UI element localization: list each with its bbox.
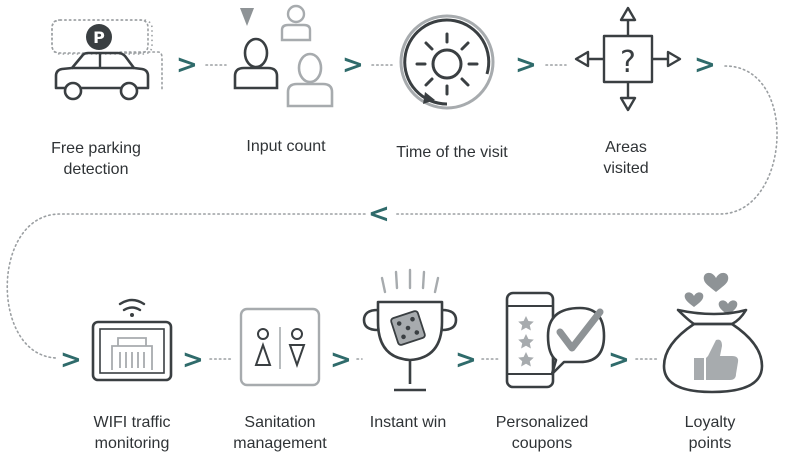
step-label-line: WIFI traffic bbox=[93, 414, 171, 431]
connector-arrow-6: > bbox=[182, 345, 204, 375]
step-label-line: Areas bbox=[605, 139, 647, 156]
connector-arrow-9: > bbox=[608, 345, 630, 375]
parking-sign-letter: P bbox=[93, 28, 105, 47]
step-label-line: management bbox=[233, 435, 327, 452]
step-label-areas: Areas visited bbox=[566, 137, 686, 179]
step-label-line: Personalized bbox=[495, 414, 589, 431]
step-label-parking: Free parking detection bbox=[26, 138, 166, 180]
step-label-line: visited bbox=[603, 160, 649, 177]
step-label-line: monitoring bbox=[94, 435, 170, 452]
money-bag-hearts-icon bbox=[662, 272, 764, 394]
step-label-line: Free parking bbox=[51, 140, 141, 157]
people-count-icon bbox=[233, 4, 334, 108]
connector-arrow-return: < bbox=[368, 199, 390, 229]
wifi-tablet-icon bbox=[91, 298, 173, 382]
trophy-dice-icon bbox=[362, 268, 458, 392]
phone-coupon-icon bbox=[505, 291, 606, 389]
connector-arrow-1: > bbox=[176, 50, 198, 80]
step-label-input: Input count bbox=[216, 136, 356, 157]
question-mark: ? bbox=[620, 45, 636, 80]
connector-arrow-3: > bbox=[515, 50, 537, 80]
step-label-line: Input count bbox=[246, 138, 326, 155]
step-label-time: Time of the visit bbox=[372, 142, 532, 163]
connector-arrow-8: > bbox=[455, 345, 477, 375]
car-parking-icon: P bbox=[51, 19, 153, 101]
step-label-line: detection bbox=[63, 161, 129, 178]
step-label-line: Sanitation bbox=[244, 414, 316, 431]
step-label-coupons: Personalized coupons bbox=[476, 412, 608, 454]
step-label-line: Instant win bbox=[369, 414, 447, 431]
step-label-line: points bbox=[688, 435, 732, 452]
step-label-loyalty: Loyalty points bbox=[654, 412, 766, 454]
step-label-line: Loyalty bbox=[684, 414, 736, 431]
sun-clock-icon bbox=[399, 14, 495, 110]
connector-arrow-7: > bbox=[330, 345, 352, 375]
step-label-wifi: WIFI traffic monitoring bbox=[66, 412, 198, 454]
connector-arrow-4: > bbox=[694, 50, 716, 80]
step-label-sanitation: Sanitation management bbox=[214, 412, 346, 454]
step-label-line: coupons bbox=[511, 435, 573, 452]
areas-arrows-icon: ? bbox=[574, 6, 682, 112]
restroom-icon bbox=[239, 307, 321, 387]
connector-arrow-5: > bbox=[60, 345, 82, 375]
connector-arrow-2: > bbox=[342, 50, 364, 80]
step-label-line: Time of the visit bbox=[396, 144, 508, 161]
step-label-instant: Instant win bbox=[348, 412, 468, 433]
